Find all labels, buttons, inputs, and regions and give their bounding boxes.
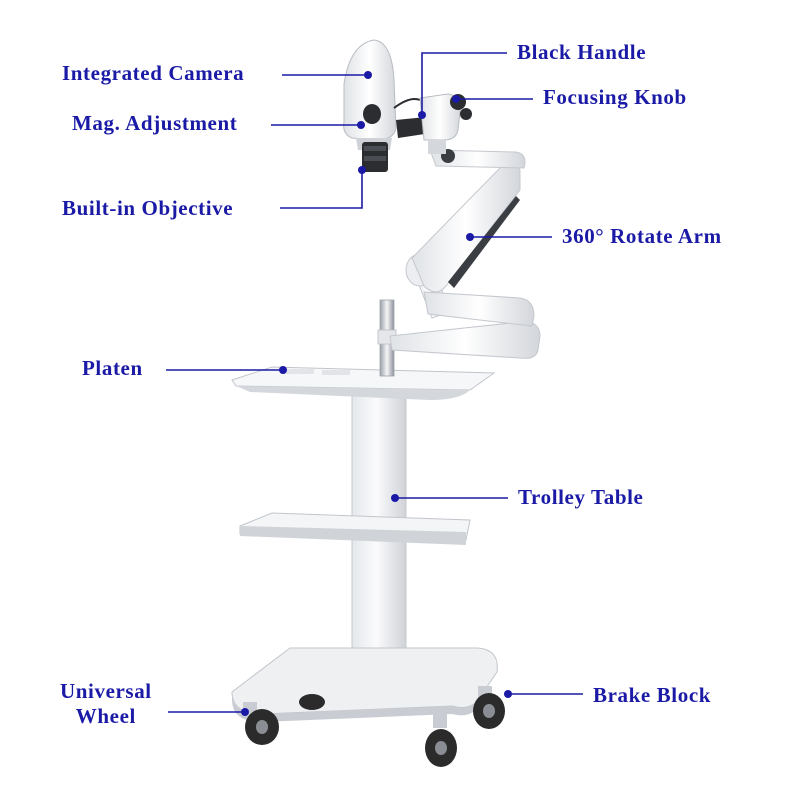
label-focusing-knob: Focusing Knob bbox=[543, 85, 687, 109]
dot-focusing-knob bbox=[452, 95, 460, 103]
brake-wheel bbox=[473, 686, 505, 729]
middle-shelf bbox=[239, 512, 471, 545]
trolley-base bbox=[231, 647, 498, 722]
dot-black-handle bbox=[418, 111, 426, 119]
front-wheel bbox=[425, 712, 457, 767]
dot-mag-adjustment bbox=[357, 121, 365, 129]
leader-lines bbox=[166, 52, 583, 713]
platen bbox=[231, 366, 496, 400]
label-brake-block: Brake Block bbox=[593, 683, 712, 707]
objective-lens bbox=[362, 142, 388, 172]
dot-brake-block bbox=[504, 690, 512, 698]
dot-built-in-objective bbox=[358, 166, 366, 174]
microscope-head bbox=[343, 39, 397, 150]
dot-platen bbox=[279, 366, 287, 374]
dot-integrated-camera bbox=[364, 71, 372, 79]
dot-rotate-arm bbox=[466, 233, 474, 241]
leader-dots bbox=[241, 71, 512, 716]
label-built-in-objective: Built-in Objective bbox=[62, 196, 234, 220]
label-mag-adjustment: Mag. Adjustment bbox=[72, 111, 238, 135]
label-rotate-arm: 360° Rotate Arm bbox=[562, 224, 722, 248]
leader-black-handle bbox=[421, 52, 507, 115]
rotate-arm bbox=[411, 149, 526, 293]
rear-wheel-left bbox=[299, 694, 325, 710]
dot-universal-wheel bbox=[241, 708, 249, 716]
dot-trolley-table bbox=[391, 494, 399, 502]
label-trolley-table: Trolley Table bbox=[518, 485, 644, 509]
label-universal-wheel: Universal Wheel bbox=[60, 679, 152, 729]
focusing-assembly bbox=[419, 93, 472, 154]
label-universal-wheel-line2: Wheel bbox=[75, 704, 136, 729]
label-universal-wheel-line1: Universal bbox=[60, 679, 152, 703]
leader-built-in-objective bbox=[280, 170, 363, 209]
label-black-handle: Black Handle bbox=[517, 40, 647, 64]
label-integrated-camera: Integrated Camera bbox=[62, 61, 245, 85]
label-platen: Platen bbox=[82, 356, 143, 380]
